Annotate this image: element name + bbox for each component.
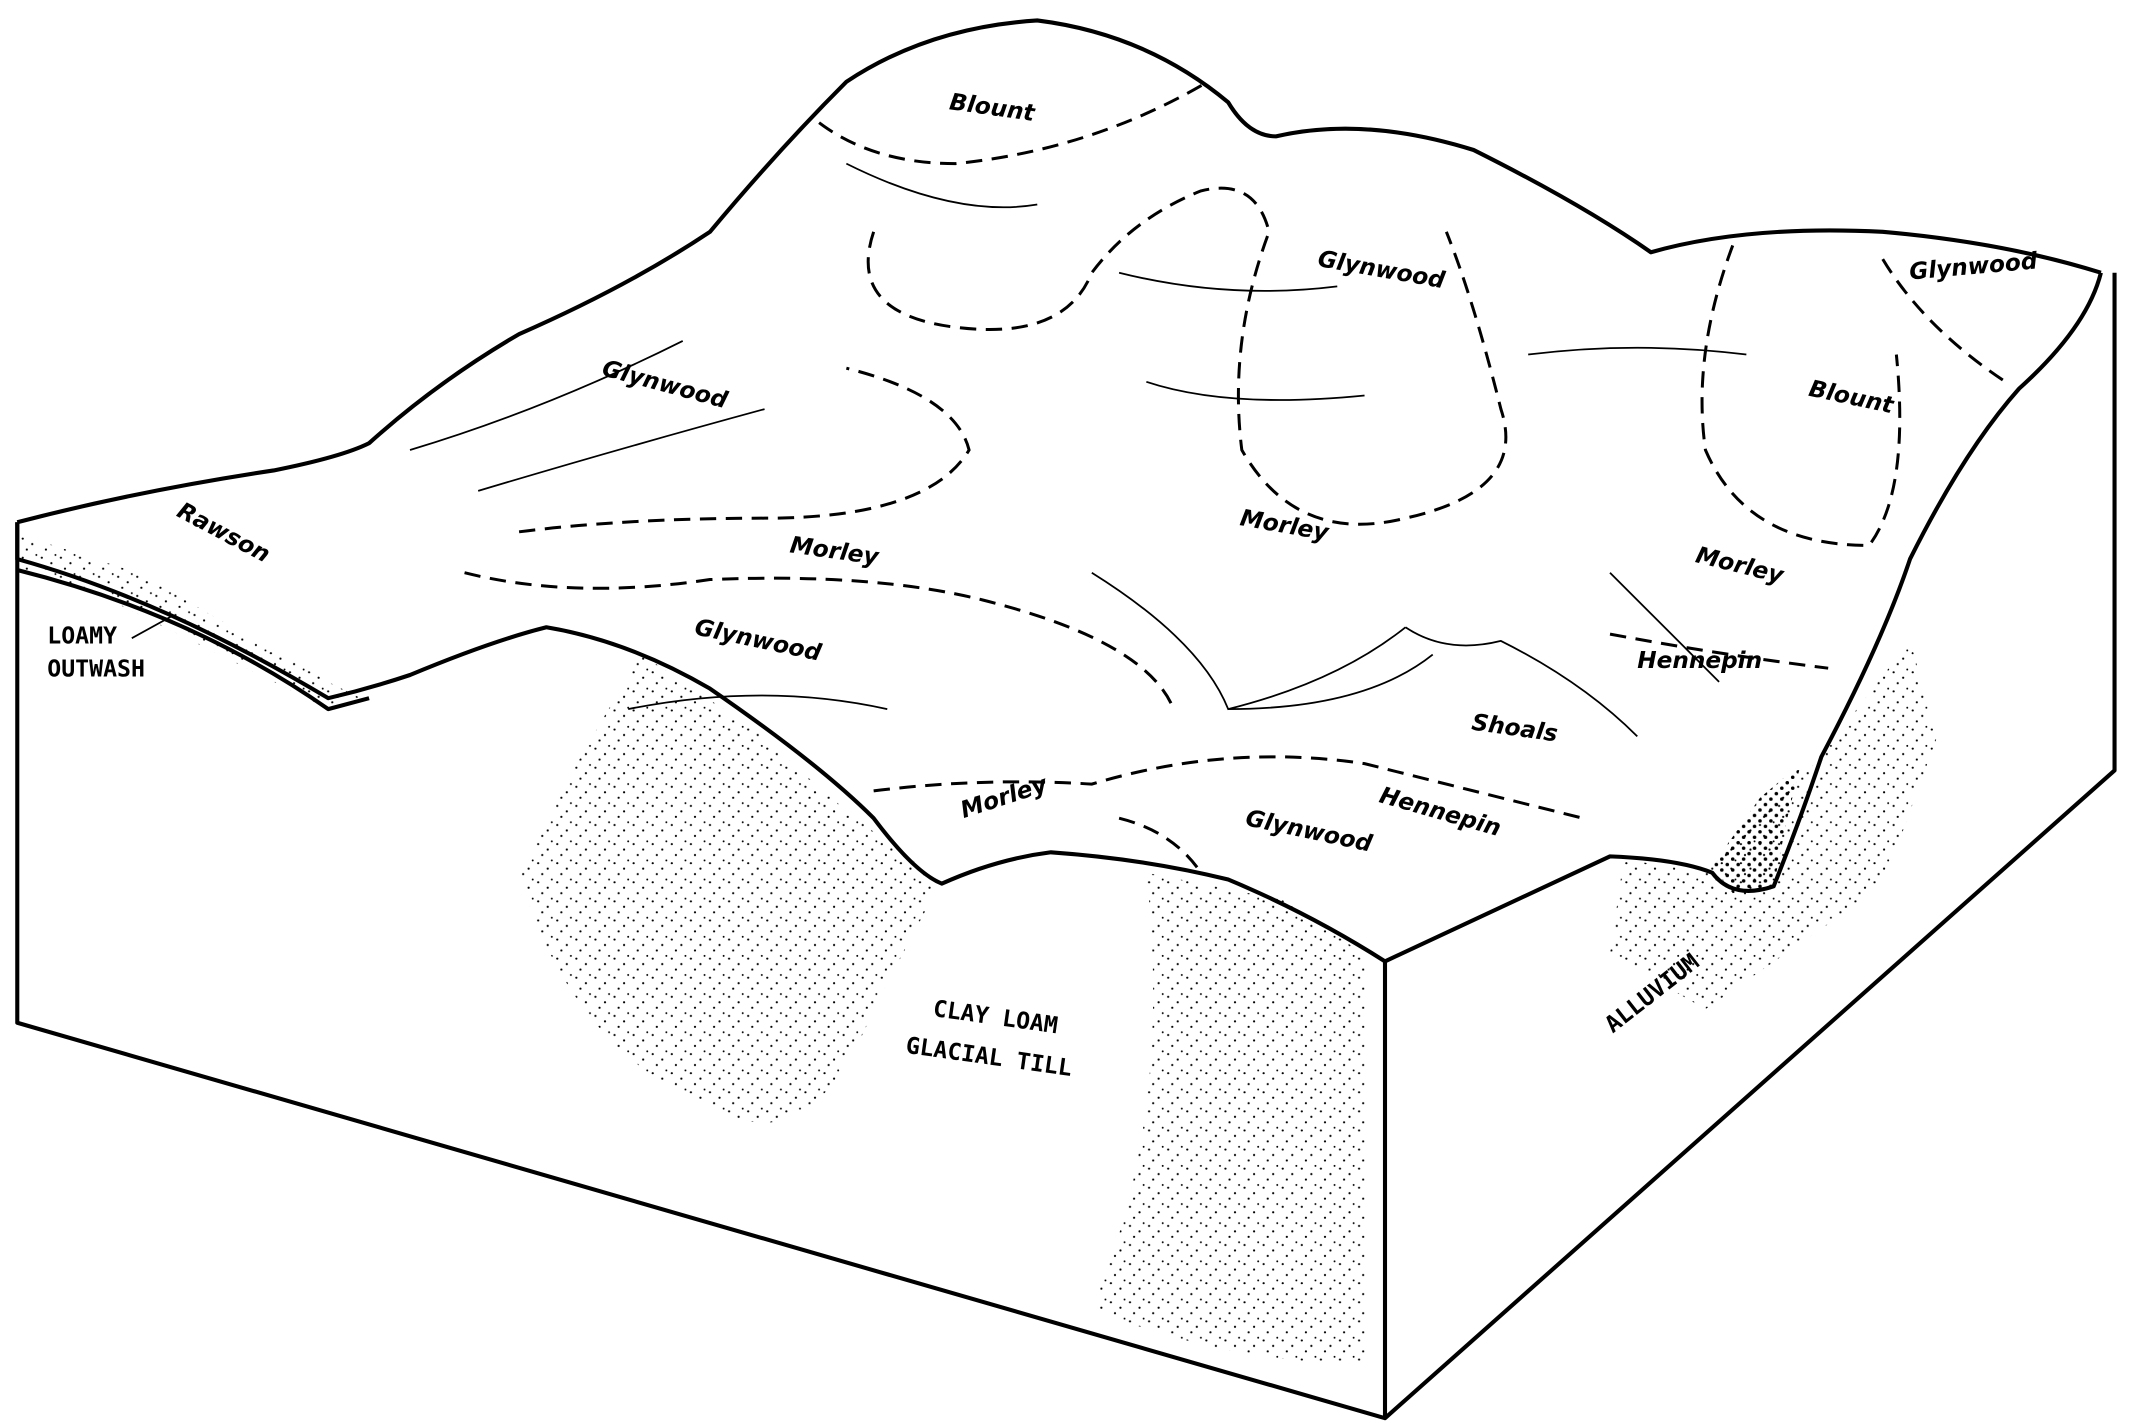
front-right-profile — [1384, 272, 2103, 964]
label-glacial-till: GLACIAL TILL — [904, 1032, 1074, 1082]
outwash-leader-line — [131, 615, 172, 639]
block-sides — [15, 272, 2117, 1421]
label-morley-front: Morley — [957, 770, 1051, 824]
label-outwash: OUTWASH — [47, 655, 145, 682]
slope-hatching — [409, 162, 1747, 737]
label-blount-right: Blount — [1806, 375, 1896, 419]
label-hennepin-right: Hennepin — [1637, 647, 1762, 674]
label-rawson: Rawson — [173, 497, 275, 568]
label-glynwood-front-left: Glynwood — [692, 614, 824, 667]
soil-boundaries — [464, 80, 2007, 874]
label-morley-center: Morley — [1238, 504, 1331, 546]
label-glynwood-left: Glynwood — [599, 355, 730, 414]
label-morley-left: Morley — [788, 531, 881, 570]
till-stipple — [20, 534, 1938, 1364]
top-surface-outline — [16, 18, 2102, 525]
label-blount-top: Blount — [948, 88, 1037, 127]
outwash-boundary — [16, 568, 370, 712]
label-glynwood-right-top: Glynwood — [1908, 247, 2039, 285]
label-clay-loam: CLAY LOAM — [931, 995, 1059, 1039]
label-loamy: LOAMY — [47, 623, 117, 650]
label-hennepin-front: Hennepin — [1377, 782, 1504, 842]
label-shoals: Shoals — [1470, 709, 1559, 748]
label-glynwood-front: Glynwood — [1243, 804, 1375, 857]
front-left-profile — [15, 522, 1387, 964]
soil-labels: Blount Glynwood Glynwood Blount Glynwood… — [173, 88, 2039, 857]
label-morley-right: Morley — [1693, 541, 1787, 589]
